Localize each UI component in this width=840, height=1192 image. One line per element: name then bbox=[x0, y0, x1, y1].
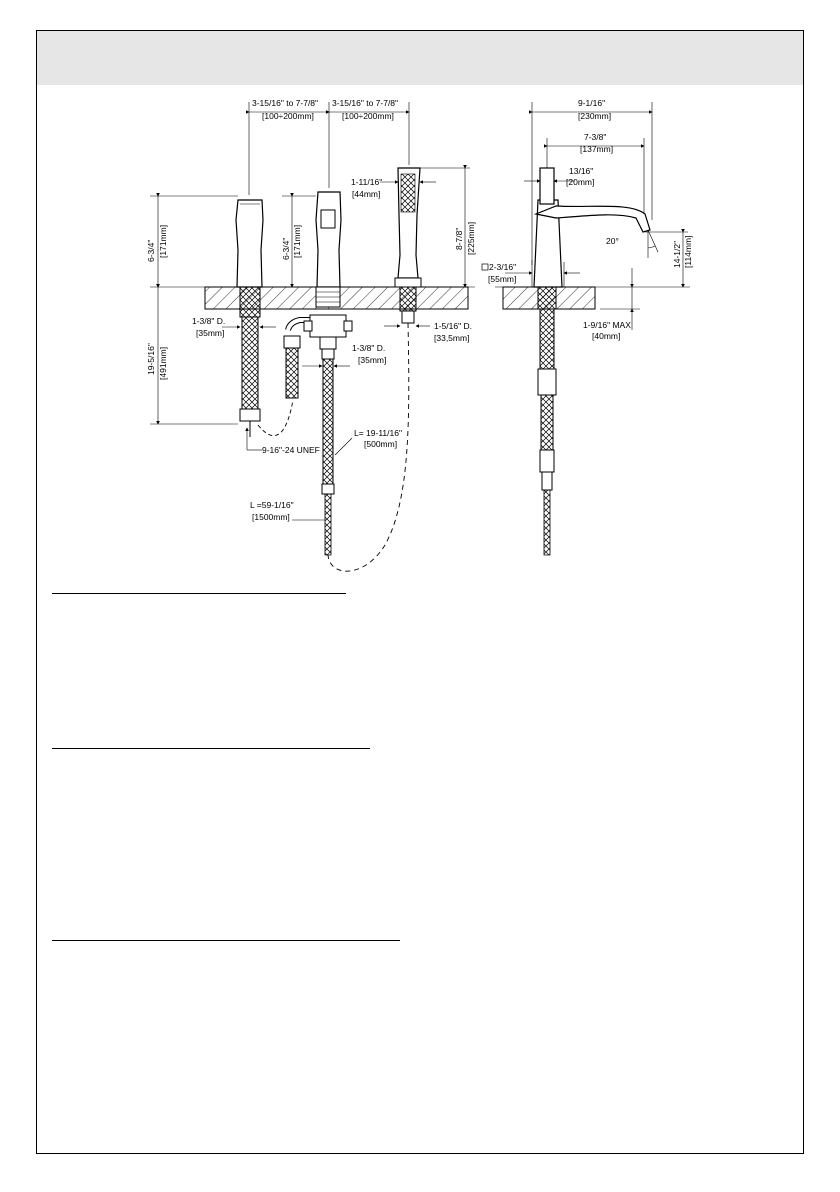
base-square-mm: [55mm] bbox=[488, 274, 516, 284]
header-band bbox=[37, 31, 803, 85]
under-deck-label: 19-5/16" bbox=[146, 343, 156, 375]
diverter-valve-body bbox=[309, 314, 347, 338]
page-frame bbox=[36, 30, 804, 1154]
hole-mid-mm: [35mm] bbox=[358, 355, 386, 365]
hose-long-mm: [1500mm] bbox=[252, 512, 290, 522]
diverter-height-label: 6-3/4" bbox=[281, 238, 291, 260]
hole-left-label: 1-3/8" D. bbox=[192, 316, 225, 326]
hole-mid-label: 1-3/8" D. bbox=[352, 343, 385, 353]
section-rule-3 bbox=[52, 940, 400, 941]
shower-height-label: 8-7/8" bbox=[454, 228, 464, 250]
deck-max-mm: [40mm] bbox=[592, 331, 620, 341]
left-braided-hose bbox=[241, 316, 259, 410]
spout-angle-label: 20° bbox=[606, 236, 619, 246]
thread-label: 9-16"-24 UNEF bbox=[262, 445, 320, 455]
deck-max-label: 1-9/16" MAX bbox=[583, 320, 631, 330]
shower-height-mm: [225mm] bbox=[466, 222, 476, 255]
spacing-right-label: 3-15/16" to 7-7/8" bbox=[332, 98, 398, 108]
section-rule-2 bbox=[52, 748, 370, 749]
spout-height-label: 14-1/2" bbox=[672, 241, 682, 268]
shower-width-label: 1-11/16" bbox=[351, 177, 382, 187]
hole-left-mm: [35mm] bbox=[196, 328, 224, 338]
spout-reach-mm: [137mm] bbox=[580, 144, 613, 154]
shower-width-mm: [44mm] bbox=[352, 189, 380, 199]
section-rule-1 bbox=[52, 593, 346, 594]
base-square-label: 2-3/16" bbox=[489, 262, 516, 272]
hose-short-label: L= 19-11/16" bbox=[354, 428, 402, 438]
side-spout bbox=[533, 205, 651, 233]
spacing-left-mm: [100÷200mm] bbox=[262, 111, 314, 121]
spacing-right-mm: [100÷200mm] bbox=[342, 111, 394, 121]
spout-width-mm: [20mm] bbox=[566, 177, 594, 187]
hole-shower-label: 1-5/16" D. bbox=[434, 321, 472, 331]
shower-hose bbox=[324, 493, 332, 556]
side-handle bbox=[539, 167, 555, 205]
left-handle bbox=[235, 199, 264, 288]
spacing-left-label: 3-15/16" to 7-7/8" bbox=[252, 98, 318, 108]
overall-depth-label: 9-1/16" bbox=[578, 98, 605, 108]
diverter-button bbox=[320, 209, 336, 229]
spout-reach-label: 7-3/8" bbox=[584, 132, 606, 142]
spout-height-mm: [114mm] bbox=[683, 236, 693, 268]
diverter-handle bbox=[315, 191, 342, 288]
middle-braided-hose bbox=[322, 358, 334, 485]
hose-long-label: L =59-1/16" bbox=[250, 500, 294, 510]
overall-depth-mm: [230mm] bbox=[578, 111, 611, 121]
handle-height-mm: [171mm] bbox=[158, 225, 168, 258]
square-symbol-icon bbox=[481, 263, 489, 271]
hose-short-mm: [500mm] bbox=[364, 439, 397, 449]
under-deck-mm: [491mm] bbox=[158, 347, 168, 380]
diverter-height-mm: [171mm] bbox=[292, 225, 302, 258]
spout-width-label: 13/16" bbox=[569, 166, 593, 176]
hole-shower-mm: [33,5mm] bbox=[434, 333, 469, 343]
handle-height-label: 6-3/4" bbox=[146, 240, 156, 262]
shower-spray-face bbox=[400, 173, 416, 213]
